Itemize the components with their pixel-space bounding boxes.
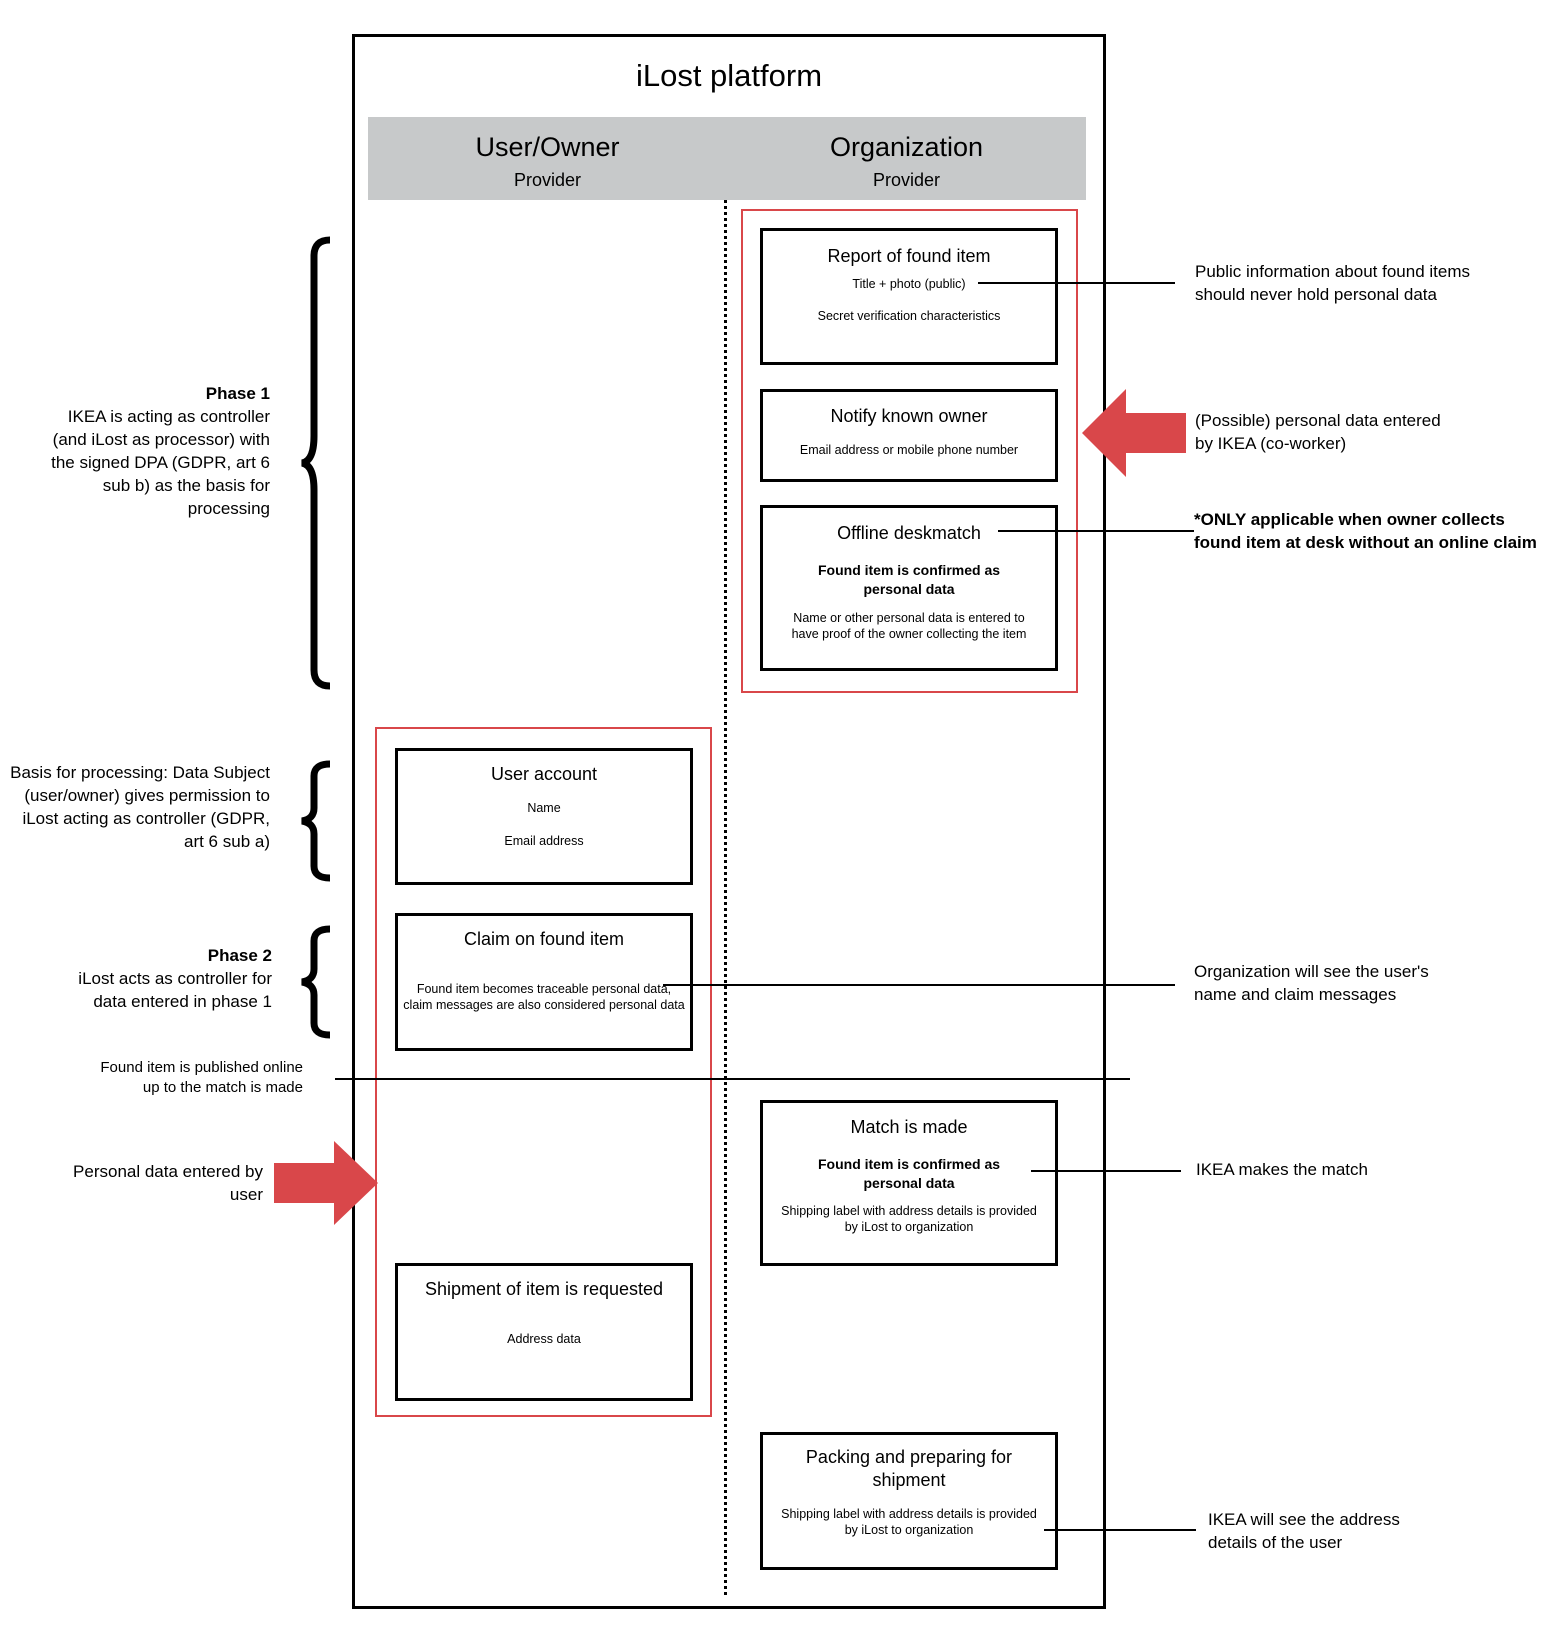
report-secret-line: Secret verification characteristics: [817, 309, 1001, 323]
phase2-description: Phase 2 iLost acts as controller for dat…: [50, 944, 272, 1013]
phase2-brace-icon: [301, 925, 331, 1039]
claim-found-item-box: Claim on found item Found item becomes t…: [395, 913, 693, 1051]
phase2-text: iLost acts as controller for data entere…: [78, 969, 272, 1011]
platform-frame: [352, 34, 1106, 1609]
report-found-item-box: Report of found item Title + photo (publ…: [760, 228, 1058, 365]
match-confirmed-text: Found item is confirmed as personal data: [817, 1156, 1001, 1191]
ikea-see-note: IKEA will see the address details of the…: [1208, 1510, 1400, 1552]
notify-contact-line: Email address or mobile phone number: [799, 443, 1019, 457]
only-applicable-note: *ONLY applicable when owner collects fou…: [1194, 510, 1537, 552]
report-found-item-title: Report of found item: [827, 246, 991, 266]
organization-title: Organization: [829, 132, 984, 162]
user-account-box: User account Name Email address: [395, 748, 693, 885]
user-account-name: Name: [527, 801, 561, 815]
shipment-requested-box: Shipment of item is requested Address da…: [395, 1263, 693, 1401]
public-info-note: Public information about found items sho…: [1195, 262, 1470, 304]
packing-shipping-text: Shipping label with address details is p…: [781, 1507, 1037, 1537]
user-owner-header: User/Owner Provider: [368, 117, 727, 191]
red-arrow-right-icon: [274, 1141, 378, 1225]
user-owner-title: User/Owner: [475, 132, 620, 162]
user-personal-data-group: [375, 727, 712, 1417]
column-divider: [724, 200, 727, 1595]
basis-for-processing-text: Basis for processing: Data Subject (user…: [10, 763, 270, 851]
phase1-label: Phase 1: [205, 384, 270, 403]
shipment-address-line: Address data: [507, 1332, 581, 1346]
organization-subtitle: Provider: [872, 170, 941, 190]
published-divider-line: [335, 1078, 1130, 1080]
phase1-text: IKEA is acting as controller (and iLost …: [51, 407, 270, 518]
offline-proof-text: Name or other personal data is entered t…: [791, 611, 1027, 641]
packing-box: Packing and preparing for shipment Shipp…: [760, 1432, 1058, 1570]
user-account-title: User account: [490, 764, 598, 784]
organization-header: Organization Provider: [727, 117, 1086, 191]
phase1-brace-icon: [300, 236, 331, 690]
possible-data-note: (Possible) personal data entered by IKEA…: [1195, 411, 1441, 453]
column-header-band: User/Owner Provider Organization Provide…: [368, 117, 1086, 200]
claim-found-item-title: Claim on found item: [463, 929, 625, 949]
packing-title: Packing and preparing for shipment: [805, 1447, 1013, 1490]
personal-data-entered-text: Personal data entered by user: [73, 1162, 263, 1204]
notify-known-owner-box: Notify known owner Email address or mobi…: [760, 389, 1058, 482]
phase2-label: Phase 2: [207, 946, 272, 965]
public-info-connector: [978, 282, 1175, 284]
ikea-match-note: IKEA makes the match: [1196, 1160, 1368, 1179]
claim-personal-data-text: Found item becomes traceable personal da…: [403, 982, 685, 1012]
red-arrow-left-icon: [1082, 389, 1186, 477]
match-made-box: Match is made Found item is confirmed as…: [760, 1100, 1058, 1266]
organization-see-note: Organization will see the user's name an…: [1194, 962, 1429, 1004]
claim-connector: [663, 984, 1175, 986]
phase1-description: Phase 1 IKEA is acting as controller (an…: [40, 382, 270, 520]
offline-deskmatch-title: Offline deskmatch: [837, 523, 981, 543]
basis-brace-icon: [301, 760, 331, 882]
shipment-requested-title: Shipment of item is requested: [424, 1279, 664, 1299]
organization-phase1-group: [741, 209, 1078, 693]
packing-connector: [1044, 1529, 1196, 1531]
platform-title: iLost platform: [635, 58, 823, 93]
notify-known-owner-title: Notify known owner: [830, 406, 988, 426]
match-connector: [1031, 1170, 1181, 1172]
match-shipping-text: Shipping label with address details is p…: [781, 1204, 1037, 1234]
offline-confirmed-text: Found item is confirmed as personal data: [817, 562, 1001, 597]
match-made-title: Match is made: [850, 1117, 968, 1137]
user-owner-subtitle: Provider: [513, 170, 582, 190]
published-online-text: Found item is published online up to the…: [100, 1059, 303, 1096]
offline-deskmatch-box: Offline deskmatch Found item is confirme…: [760, 505, 1058, 671]
offline-connector: [998, 530, 1194, 532]
report-public-line: Title + photo (public): [852, 277, 966, 291]
user-account-email: Email address: [504, 834, 584, 848]
